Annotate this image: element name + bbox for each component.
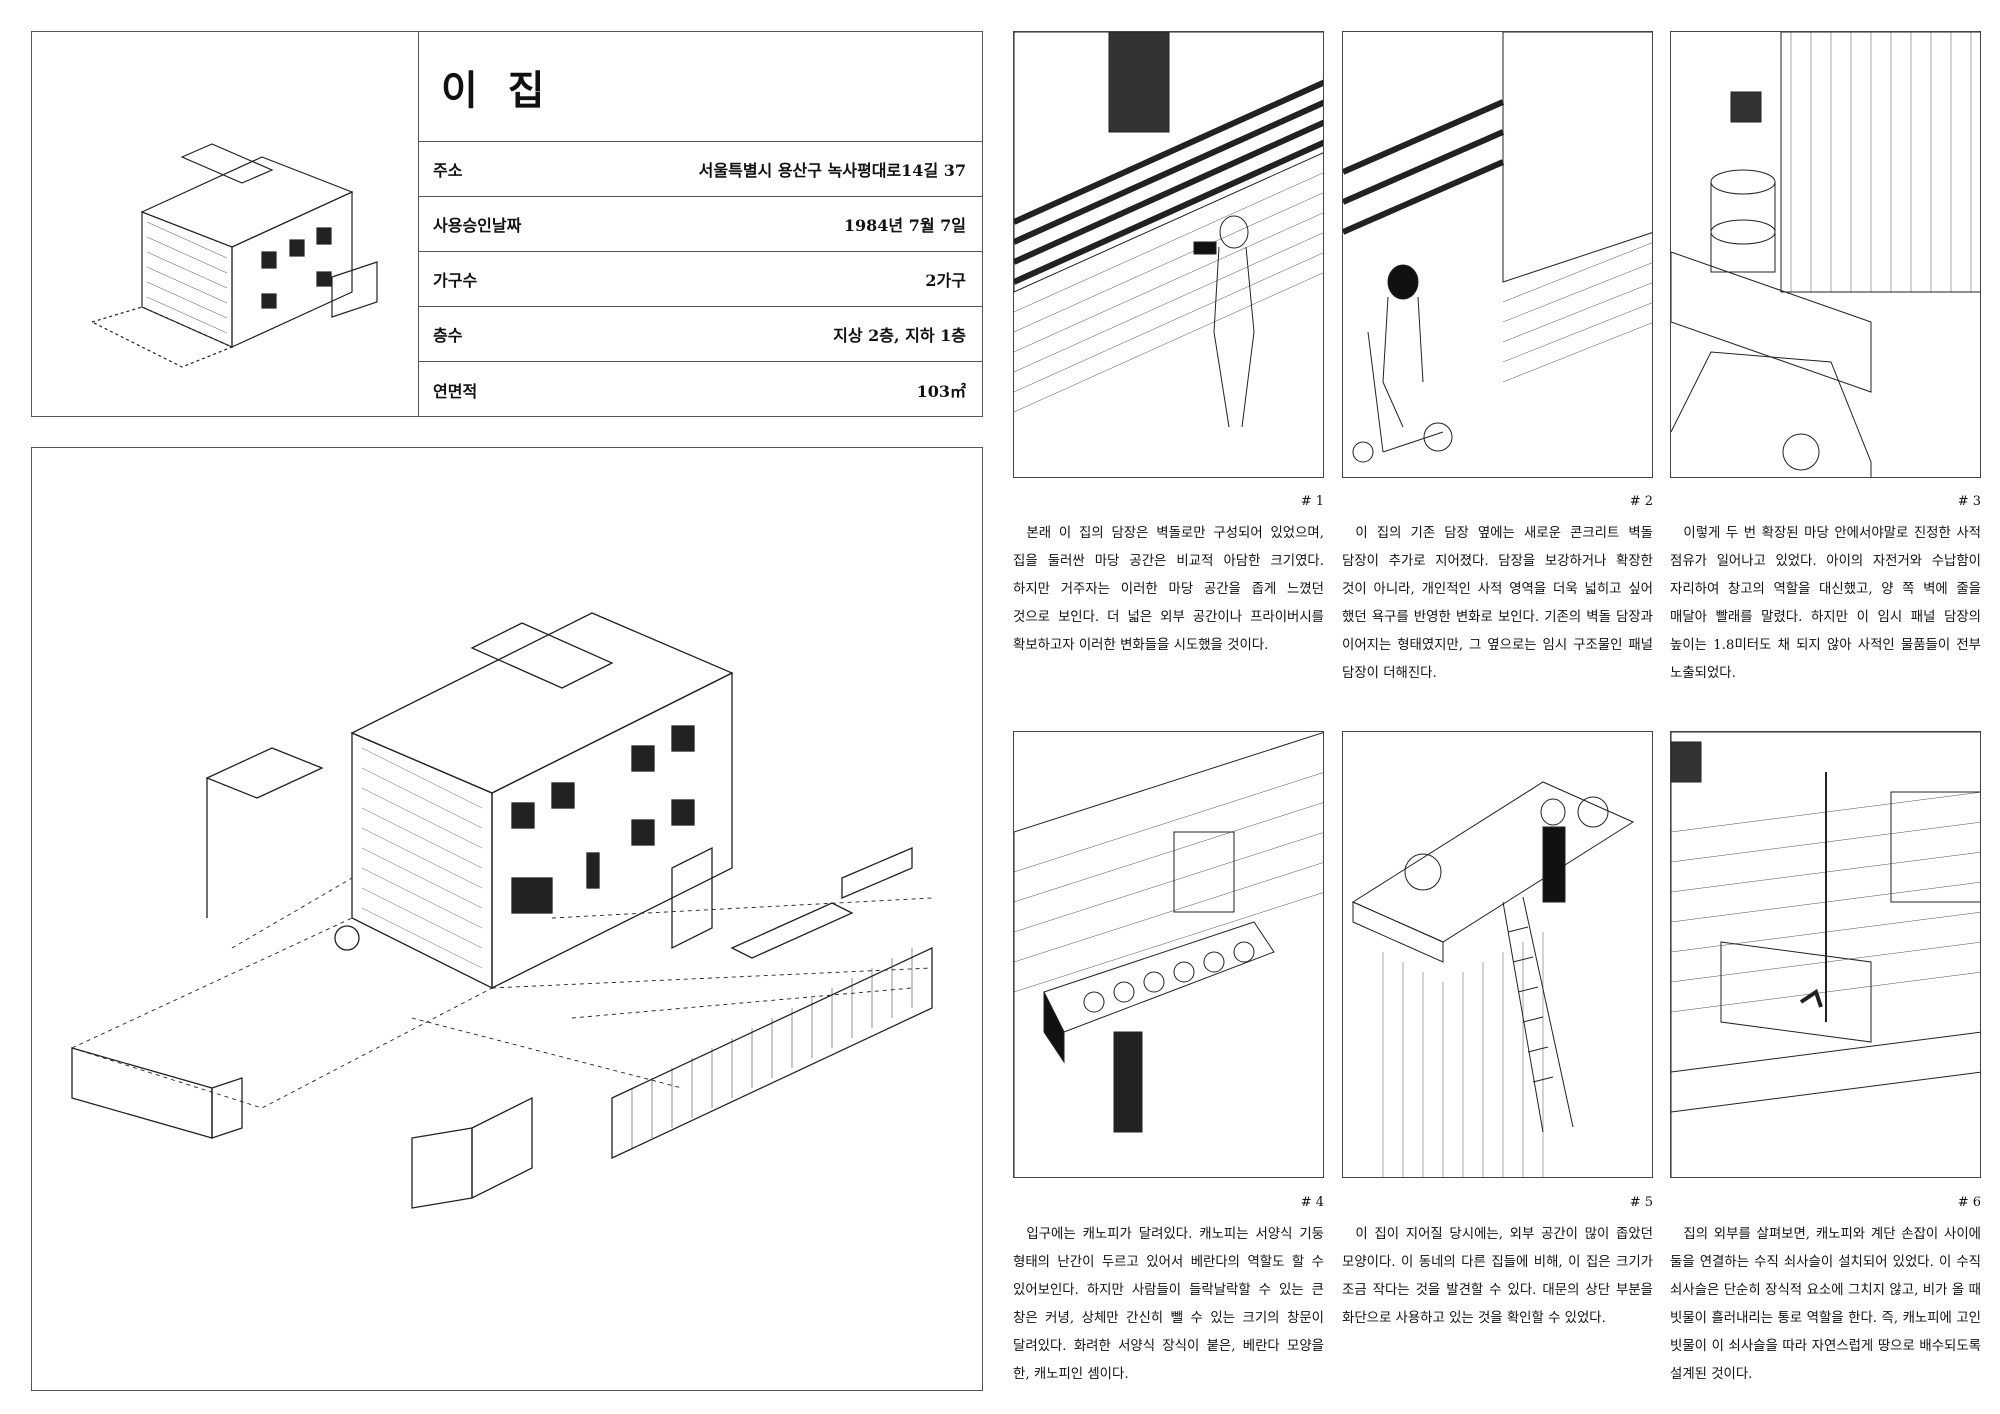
panel-number: # 1 [1300, 494, 1324, 509]
info-label: 주소 [433, 161, 463, 180]
illustration-panel-2 [1342, 31, 1653, 478]
isometric-site-drawing [31, 447, 983, 1391]
info-row-floors: 층수 지상 2층, 지하 1층 [419, 307, 982, 362]
info-label: 가구수 [433, 271, 478, 290]
panel-description: 이 집이 지어질 당시에는, 외부 공간이 많이 좁았던 모양이다. 이 동네의… [1342, 1227, 1653, 1326]
house-info-card: 이 집 주소 서울특별시 용산구 녹사평대로14길 37 사용승인날짜 1984년 … [31, 31, 983, 417]
info-row-address: 주소 서울특별시 용산구 녹사평대로14길 37 [419, 142, 982, 197]
info-label: 연면적 [433, 381, 478, 401]
panel-number: # 3 [1957, 494, 1981, 509]
info-row-approval-date: 사용승인날짜 1984년 7월 7일 [419, 197, 982, 252]
illustration-panel-3 [1670, 31, 1981, 478]
panel-description: 입구에는 캐노피가 달려있다. 캐노피는 서양식 기둥 형태의 난간이 두르고 … [1013, 1227, 1324, 1382]
illustration-panel-5 [1342, 731, 1653, 1178]
info-row-floor-area: 연면적 103㎡ [419, 362, 982, 417]
info-value: 지상 2층, 지하 1층 [833, 326, 966, 345]
info-value: 103㎡ [916, 381, 966, 401]
info-row-households: 가구수 2가구 [419, 252, 982, 307]
info-value: 2가구 [925, 271, 966, 290]
house-thumbnail-drawing [32, 32, 419, 416]
panel-number: # 4 [1300, 1195, 1324, 1210]
house-info-table: 이 집 주소 서울특별시 용산구 녹사평대로14길 37 사용승인날짜 1984년 … [419, 32, 982, 416]
panel-description: 이 집의 기존 담장 옆에는 새로운 콘크리트 벽돌 담장이 추가로 지어졌다.… [1342, 526, 1653, 681]
illustration-panel-6 [1670, 731, 1981, 1178]
panel-description: 집의 외부를 살펴보면, 캐노피와 계단 손잡이 사이에 둘을 연결하는 수직 … [1670, 1227, 1981, 1382]
info-value: 1984년 7월 7일 [843, 216, 966, 235]
info-label: 사용승인날짜 [433, 216, 522, 235]
panel-description: 이렇게 두 번 확장된 마당 안에서야말로 진정한 사적 점유가 일어나고 있었… [1670, 526, 1981, 681]
page-title: 이 집 [419, 32, 982, 142]
illustration-panel-1 [1013, 31, 1324, 478]
panel-number: # 5 [1629, 1195, 1653, 1210]
panel-description: 본래 이 집의 담장은 벽돌로만 구성되어 있었으며, 집을 둘러싼 마당 공간… [1013, 526, 1324, 653]
info-label: 층수 [433, 326, 463, 345]
panel-number: # 2 [1629, 494, 1653, 509]
panel-number: # 6 [1957, 1195, 1981, 1210]
illustration-panel-4 [1013, 731, 1324, 1178]
info-value: 서울특별시 용산구 녹사평대로14길 37 [698, 161, 966, 180]
